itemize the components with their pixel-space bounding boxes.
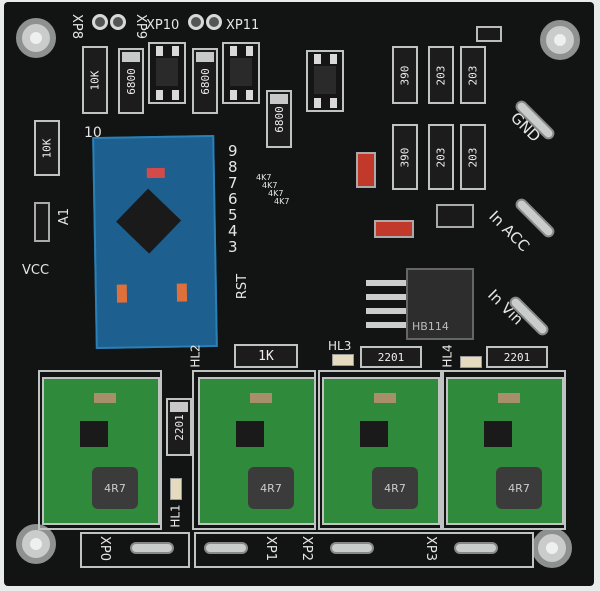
jumper-pad [454,542,498,554]
buck-converter-module: 4R7 [42,377,160,525]
inductor: 4R7 [496,467,542,509]
connector-outline [194,532,534,568]
resistor-203: 203 [428,124,454,190]
resistor-6800: 6800 [192,48,218,114]
xp1-label: XP1 [263,535,279,562]
module-outline [442,370,566,530]
pin-pad [206,14,222,30]
mounting-hole [532,528,572,568]
mounting-hole [16,524,56,564]
pin-label: 6 [228,190,238,208]
pin-label: 8 [228,158,238,176]
pin-label: 5 [228,206,238,224]
buck-converter-module: 4R7 [198,377,316,525]
diode [476,26,502,42]
resistor-4k7-label: 4K7 [268,189,284,198]
pin-label: 4 [228,222,238,240]
transistor [148,42,186,104]
buck-converter-module: 4R7 [322,377,440,525]
jumper-pad [130,542,174,554]
hl3-label: HL3 [328,339,352,353]
diode [34,202,50,242]
inductor: 4R7 [92,467,138,509]
connector-outline [80,532,190,568]
regulator-marking: HB114 [412,320,449,333]
resistor-10k: 10K [34,120,60,176]
transistor [306,50,344,112]
module-outline [38,370,162,530]
mounting-hole [16,18,56,58]
transistor [436,204,474,228]
xp0-label: XP0 [97,535,113,562]
mounting-hole [540,20,580,60]
resistor-4k7-label: 4K7 [256,173,272,182]
regulator-lead [366,294,406,300]
pin-label: 3 [228,238,238,256]
pin-labels: 9 8 7 6 5 4 3 [228,144,238,255]
resistor-6800: 6800 [118,48,144,114]
resistor-2201: 2201 [166,398,192,456]
resistor-390: 390 [392,124,418,190]
led-hl3 [332,354,354,366]
xp11-label: XP11 [226,18,260,33]
buck-converter-module: 4R7 [446,377,564,525]
resistor-2201: 2201 [360,346,422,368]
xp2-label: XP2 [299,535,315,562]
inductor: 4R7 [372,467,418,509]
resistor-390: 390 [392,46,418,104]
zener-diode [356,152,376,188]
zener-diode [374,220,414,238]
xp10-label: XP10 [146,18,180,33]
resistor-4k7-label: 4K7 [262,181,278,190]
module-outline [318,370,442,530]
led-hl4 [460,356,482,368]
resistor-2201: 2201 [486,346,548,368]
hl2-label: HL2 [188,344,203,368]
vcc-label: VCC [22,263,50,278]
led [116,284,128,303]
xp3-label: XP3 [423,535,439,562]
resistor-10k: 10K [82,46,108,114]
led [176,283,188,302]
microcontroller-chip [116,188,182,254]
voltage-regulator: HB114 [406,268,474,340]
a1-label: A1 [57,207,73,226]
reset-button [146,167,165,179]
led-hl1 [170,478,182,500]
hl4-label: HL4 [440,344,455,368]
pin-label: 7 [228,174,238,192]
jumper-pad [330,542,374,554]
resistor-6800: 6800 [266,90,292,148]
transistor [222,42,260,104]
resistor-203: 203 [460,124,486,190]
regulator-lead [366,322,406,328]
arduino-pro-mini [92,134,218,350]
jumper-pad [204,542,248,554]
pin-label: 9 [228,142,238,160]
resistor-203: 203 [460,46,486,104]
resistor-203: 203 [428,46,454,104]
resistor-4k7-label: 4K7 [274,197,290,206]
pin-pad [110,14,126,30]
inductor: 4R7 [248,467,294,509]
pcb-board: XP8 XP9 XP10 XP11 10K 6800 6800 6800 10K… [4,2,594,586]
pin-pad [92,14,108,30]
rst-label: RST [235,273,251,300]
hl1-label: HL1 [168,504,183,528]
resistor-1k: 1K [234,344,298,368]
regulator-lead [366,280,406,286]
xp8-label: XP8 [69,13,85,40]
regulator-lead [366,308,406,314]
pin-pad [188,14,204,30]
